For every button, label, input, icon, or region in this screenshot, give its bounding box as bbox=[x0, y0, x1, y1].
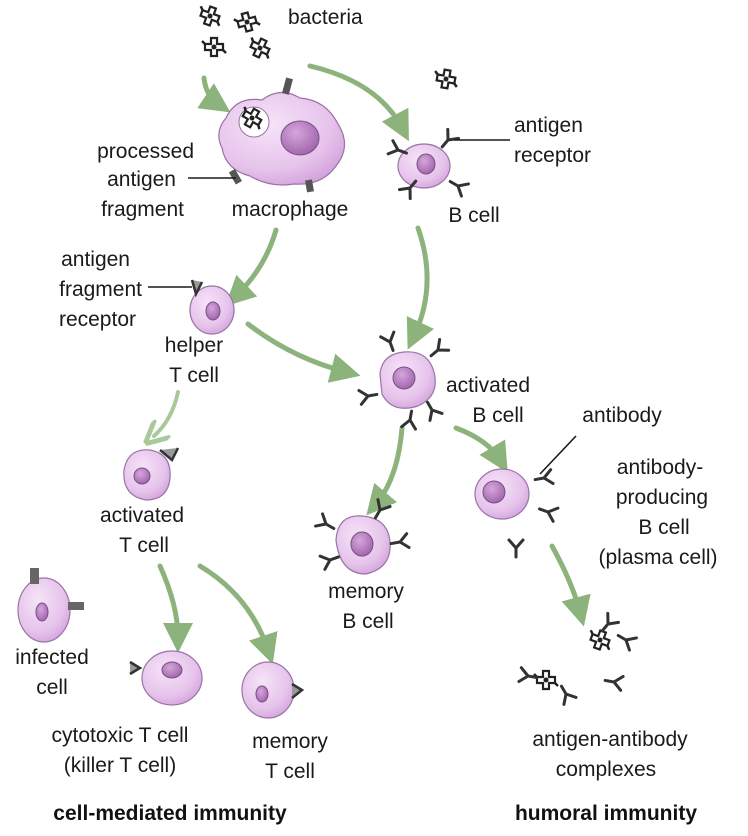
label-memory-t-2: T cell bbox=[265, 760, 315, 783]
label-abp-2: producing bbox=[616, 486, 708, 509]
antigen-antibody-complexes bbox=[517, 611, 638, 706]
label-activated-b-1: activated bbox=[446, 374, 530, 397]
label-cytotoxic-2: (killer T cell) bbox=[64, 754, 176, 777]
plasma-cell bbox=[474, 468, 560, 559]
leader-lines bbox=[148, 139, 577, 475]
arrow-macrophage-to-helper bbox=[225, 227, 279, 307]
label-macrophage: macrophage bbox=[232, 198, 349, 221]
activated-t-cell bbox=[123, 447, 180, 501]
label-abp-4: (plasma cell) bbox=[598, 546, 717, 569]
label-antigen-receptor-2: receptor bbox=[514, 144, 591, 167]
arrow-helper-to-activated-b bbox=[245, 321, 361, 383]
infected-cell bbox=[17, 568, 84, 643]
labels: bacteria processed antigen fragment macr… bbox=[15, 6, 717, 783]
label-complexes-1: antigen-antibody bbox=[532, 728, 688, 751]
label-afr-2: fragment bbox=[59, 278, 142, 301]
memory-t-cell bbox=[241, 661, 305, 719]
label-afr-3: receptor bbox=[59, 308, 136, 331]
arrow-b-cell-to-activated-b bbox=[406, 225, 434, 350]
label-infected-1: infected bbox=[15, 646, 89, 669]
label-processed-antigen-1: processed bbox=[97, 140, 194, 163]
process-arrows bbox=[154, 63, 591, 665]
label-b-cell: B cell bbox=[448, 204, 499, 227]
label-abp-1: antibody- bbox=[617, 456, 703, 479]
arrow-activated-b-to-memory-b bbox=[366, 425, 405, 516]
label-cytotoxic-1: cytotoxic T cell bbox=[52, 724, 189, 747]
label-memory-b-2: B cell bbox=[342, 610, 393, 633]
label-activated-t-1: activated bbox=[100, 504, 184, 527]
label-complexes-2: complexes bbox=[556, 758, 656, 781]
label-processed-antigen-3: fragment bbox=[101, 198, 184, 221]
arrow-activated-t-to-cytotoxic bbox=[157, 563, 193, 653]
label-memory-t-1: memory bbox=[252, 730, 328, 753]
arrow-activated-b-to-plasma bbox=[453, 425, 508, 473]
label-activated-b-2: B cell bbox=[472, 404, 523, 427]
helper-t-cell bbox=[189, 279, 235, 335]
activated-b-cell bbox=[357, 330, 451, 431]
label-helper-2: T cell bbox=[169, 364, 219, 387]
label-abp-3: B cell bbox=[638, 516, 689, 539]
label-bacteria: bacteria bbox=[288, 6, 363, 29]
arrow-plasma-to-complexes bbox=[549, 543, 591, 627]
label-antigen-receptor-1: antigen bbox=[514, 114, 583, 137]
arrow-bacteria-to-macrophage bbox=[197, 75, 231, 113]
leader-antibody bbox=[539, 435, 577, 475]
memory-b-cell bbox=[314, 498, 411, 575]
label-helper-1: helper bbox=[165, 334, 223, 357]
b-cell bbox=[386, 127, 470, 201]
label-processed-antigen-2: antigen bbox=[107, 168, 176, 191]
label-antibody: antibody bbox=[582, 404, 662, 427]
cytotoxic-t-cell bbox=[129, 650, 203, 706]
label-afr-1: antigen bbox=[61, 248, 130, 271]
arrow-activated-t-to-memory-t bbox=[197, 563, 278, 665]
arrow-bacteria-to-b-cell bbox=[307, 63, 409, 142]
title-cell-mediated-immunity: cell-mediated immunity bbox=[53, 802, 287, 825]
label-activated-t-2: T cell bbox=[119, 534, 169, 557]
macrophage-cell bbox=[218, 77, 346, 193]
title-humoral-immunity: humoral immunity bbox=[515, 802, 697, 825]
label-infected-2: cell bbox=[36, 676, 68, 699]
label-memory-b-1: memory bbox=[328, 580, 404, 603]
arrow-helper-to-activated-t bbox=[154, 390, 180, 436]
